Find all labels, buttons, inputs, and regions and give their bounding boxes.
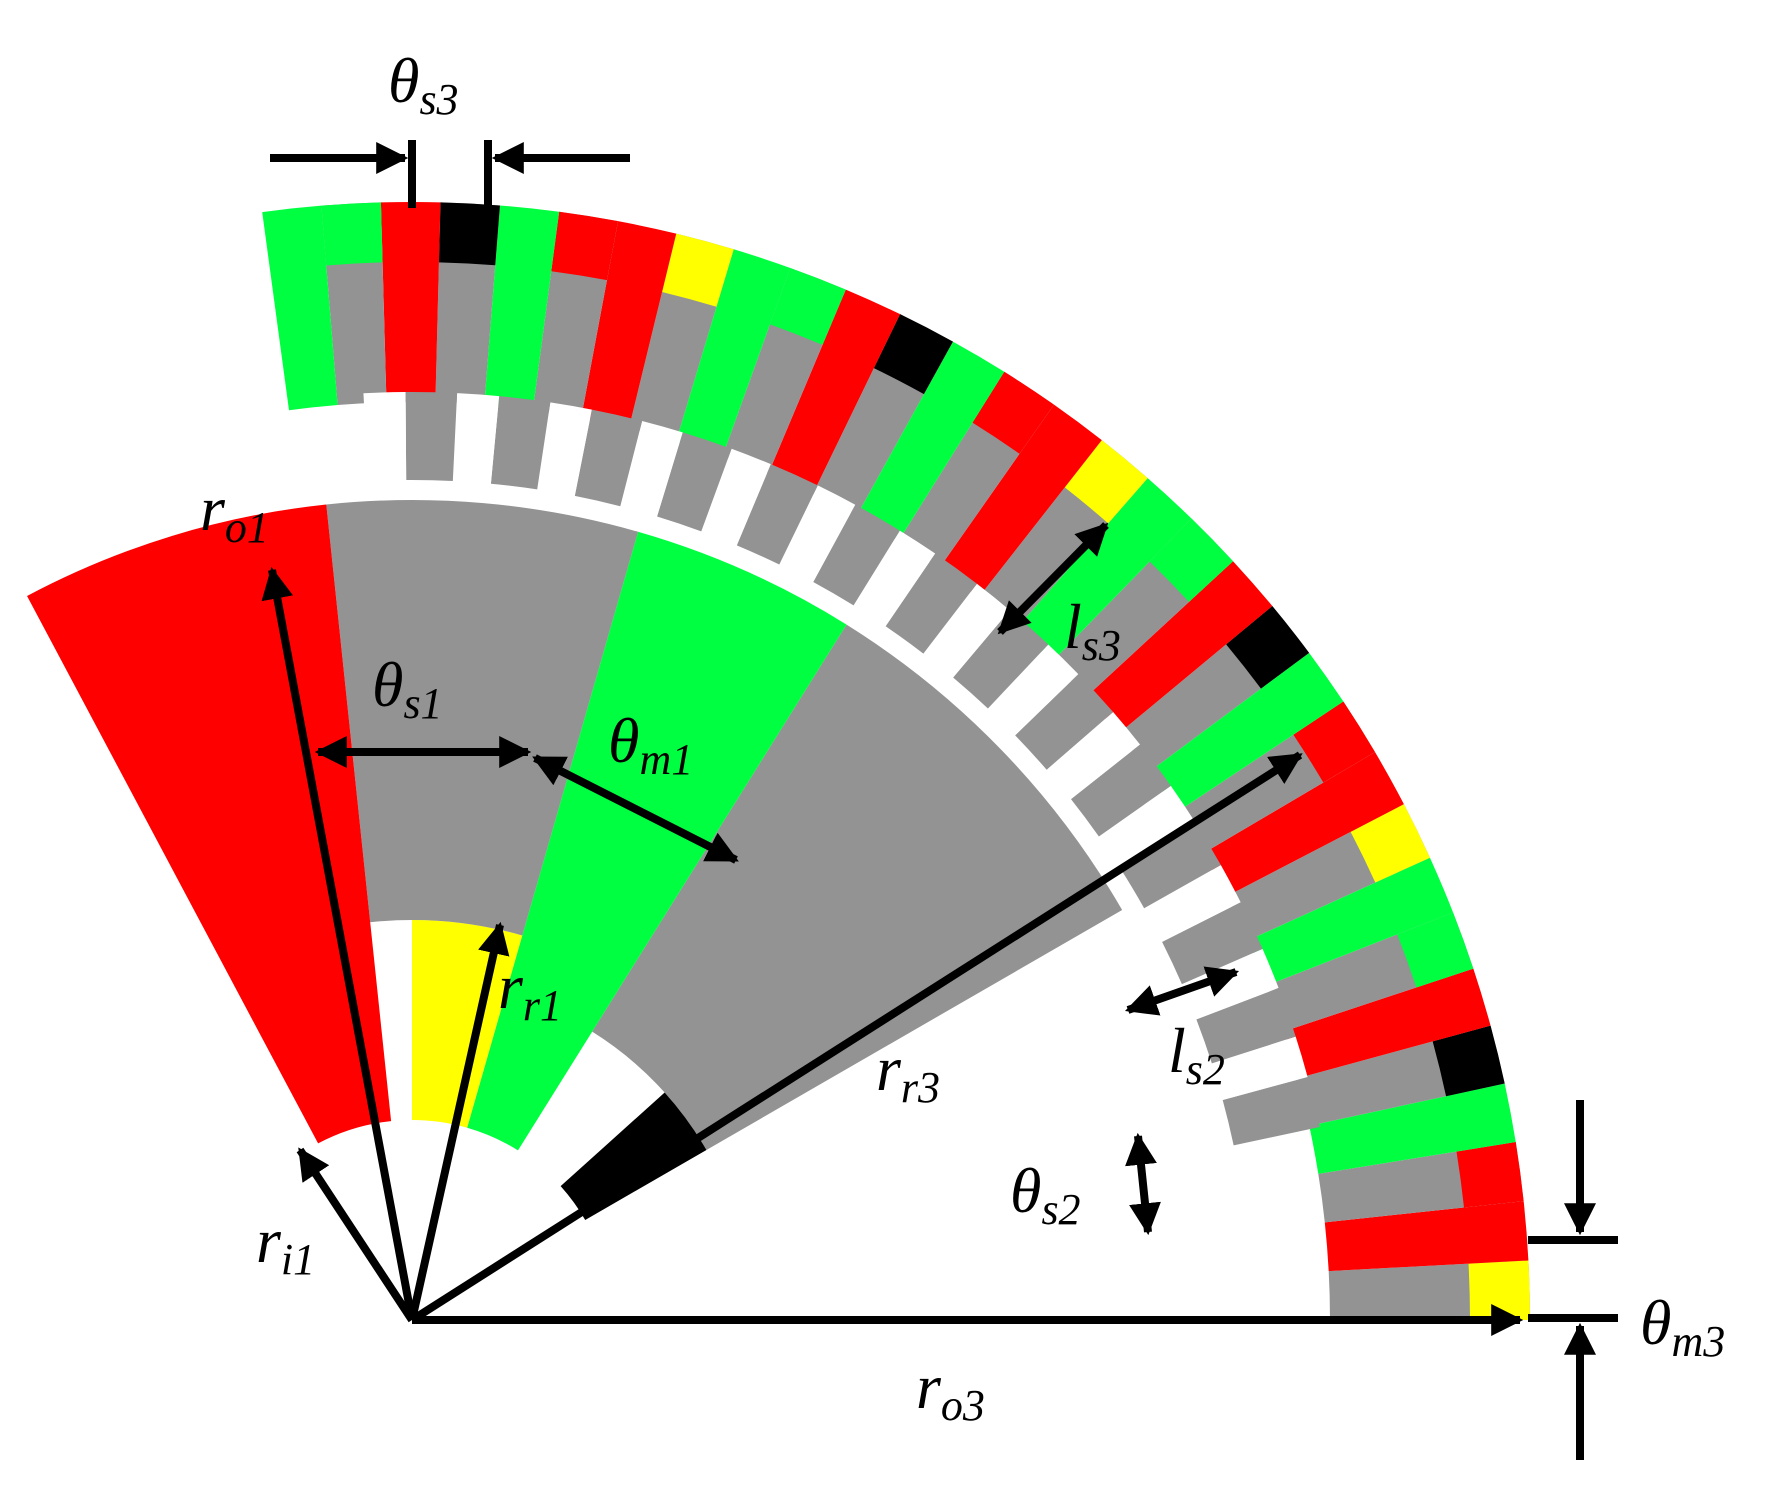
- rotor-gap: [1098, 785, 1195, 869]
- rotor-gap: [779, 485, 856, 583]
- stator-tooth-tip: [1468, 1260, 1530, 1320]
- rotor-segment: [1162, 902, 1263, 985]
- stator-tooth-tip: [1149, 518, 1234, 602]
- rotor-gap: [1144, 865, 1241, 942]
- stator-tooth-tip: [1064, 440, 1148, 524]
- stator-tooth-tip: [1432, 1025, 1505, 1097]
- rotor-segment: [490, 396, 551, 490]
- stator-tooth-tip: [438, 202, 500, 266]
- coil-slot: [939, 404, 1102, 598]
- arrow-r-r3: [409, 751, 1303, 1324]
- label-l-s2: ls2: [1168, 1015, 1225, 1094]
- label-l-s3: ls3: [1064, 591, 1121, 670]
- rotor-segment: [1222, 1076, 1320, 1146]
- coil-slot: [484, 205, 560, 410]
- inner-rotor-gray: [592, 624, 1123, 1150]
- coil-slot: [380, 202, 441, 403]
- label-theta-s2: θs2: [1010, 1155, 1081, 1234]
- rotor-segment: [657, 432, 732, 532]
- coil-slot: [1247, 857, 1454, 986]
- coil-slot: [1086, 561, 1273, 734]
- stator-tooth-tip: [972, 371, 1054, 454]
- label-r-o1: ro1: [200, 473, 269, 552]
- coil-slot: [856, 341, 1005, 542]
- rotor-segment: [1196, 987, 1296, 1064]
- label-r-i1: ri1: [256, 1205, 315, 1284]
- rotor-segment: [1070, 744, 1171, 837]
- stator-tooth-tip: [770, 267, 846, 345]
- stator-tooth-tip: [551, 211, 619, 281]
- coil-slot: [262, 205, 338, 411]
- arrow-theta-m1: [532, 754, 739, 864]
- coil-slot: [1202, 752, 1404, 897]
- inner-rotor-red: [27, 504, 392, 1144]
- stator-tooth-tip: [1350, 804, 1430, 883]
- stator-tooth-tip: [1456, 1142, 1524, 1208]
- coil-slot: [768, 289, 901, 495]
- rotor-gap: [1211, 1036, 1308, 1101]
- inner-rotor-yellow: [412, 920, 523, 1128]
- label-theta-s1: θs1: [372, 649, 443, 728]
- rotor-segment: [953, 610, 1049, 709]
- coil-slot: [1324, 1201, 1529, 1272]
- label-theta-s3: θs3: [388, 45, 459, 124]
- rotor-segment: [405, 392, 458, 481]
- stator-tooth-tip: [1397, 912, 1474, 988]
- rotor-gap: [923, 583, 1010, 678]
- rotor-segment: [1120, 820, 1221, 909]
- dimension-annotations: [261, 140, 1618, 1460]
- rotor-gap: [363, 392, 407, 482]
- arrow-r-o1: [261, 566, 416, 1321]
- stator-tooth-tip: [321, 202, 383, 266]
- stator-tooth-tip: [873, 314, 953, 395]
- coil-slot: [1283, 968, 1491, 1079]
- label-r-o3: ro3: [916, 1351, 985, 1430]
- stator-tooth-tip: [662, 233, 734, 307]
- arrow-r-r1: [408, 921, 510, 1321]
- rotor-gap: [620, 420, 683, 517]
- rotor-segment: [736, 464, 818, 565]
- rotor-gap: [452, 393, 500, 484]
- stator-tooth-tip: [1226, 605, 1310, 689]
- coil-slot: [676, 249, 791, 457]
- inner-rotor-gray-top: [326, 499, 639, 936]
- rotor-gap: [537, 402, 592, 496]
- arrow-l-s2: [1124, 966, 1240, 1016]
- arrow-r-i1: [296, 1147, 416, 1323]
- arrow-l-s3: [997, 522, 1109, 635]
- rotor-segment: [813, 504, 900, 606]
- stator-tooth-tip: [1293, 701, 1375, 783]
- coil-slot: [1148, 652, 1344, 813]
- label-theta-m3: θm3: [1640, 1287, 1725, 1366]
- rotor-gap: [701, 448, 771, 546]
- label-theta-m1: θm1: [608, 705, 693, 784]
- rotor-segment: [1015, 674, 1114, 770]
- rotor-segment: [574, 409, 643, 507]
- coil-slot: [1309, 1083, 1516, 1174]
- coil-slot: [581, 221, 677, 429]
- label-r-r3: rr3: [876, 1033, 940, 1112]
- rotor-gap: [853, 530, 936, 627]
- rotor-gap: [987, 644, 1079, 736]
- machine-geometry: [27, 202, 1530, 1320]
- arrow-theta-s2: [1125, 1132, 1161, 1236]
- label-r-r1: rr1: [498, 951, 562, 1030]
- rotor-segment: [885, 553, 977, 654]
- rotor-gap: [1046, 712, 1141, 800]
- inner-rotor-black: [560, 1092, 707, 1220]
